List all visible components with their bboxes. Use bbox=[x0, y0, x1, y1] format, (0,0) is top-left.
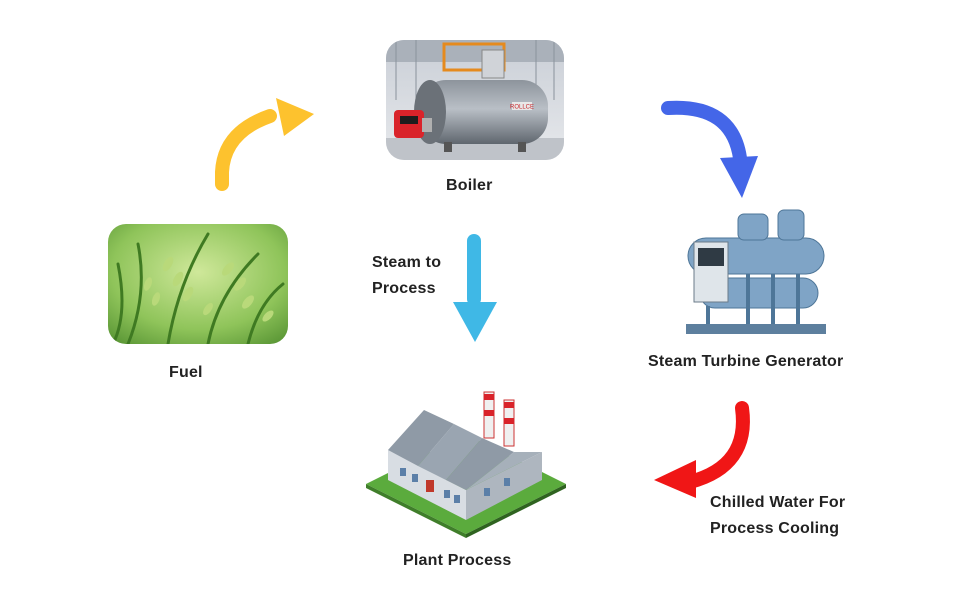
boiler-to-turbine-arrow bbox=[660, 96, 768, 202]
chilled-water-arrow bbox=[650, 400, 760, 500]
chilled-water-label: Chilled Water For Process Cooling bbox=[710, 490, 845, 542]
steam-to-process-label: Steam to Process bbox=[372, 250, 441, 302]
steam-to-process-line1: Steam to bbox=[372, 254, 442, 271]
turbine-label: Steam Turbine Generator bbox=[648, 353, 844, 370]
steam-to-process-line2: Process bbox=[372, 280, 436, 297]
steam-to-process-arrow bbox=[450, 230, 500, 344]
boiler-label: Boiler bbox=[446, 177, 493, 194]
boiler-image: ROLLCE bbox=[386, 40, 564, 160]
fuel-label: Fuel bbox=[169, 364, 203, 381]
chilled-water-line1: Chilled Water For bbox=[710, 494, 846, 511]
boiler-brand-text: ROLLCE bbox=[510, 105, 534, 111]
plant-label: Plant Process bbox=[403, 552, 512, 569]
plant-image bbox=[364, 380, 568, 538]
fuel-to-boiler-arrow bbox=[210, 92, 320, 192]
turbine-image bbox=[678, 206, 834, 342]
fuel-image bbox=[108, 224, 288, 344]
chilled-water-line2: Process Cooling bbox=[710, 520, 840, 537]
